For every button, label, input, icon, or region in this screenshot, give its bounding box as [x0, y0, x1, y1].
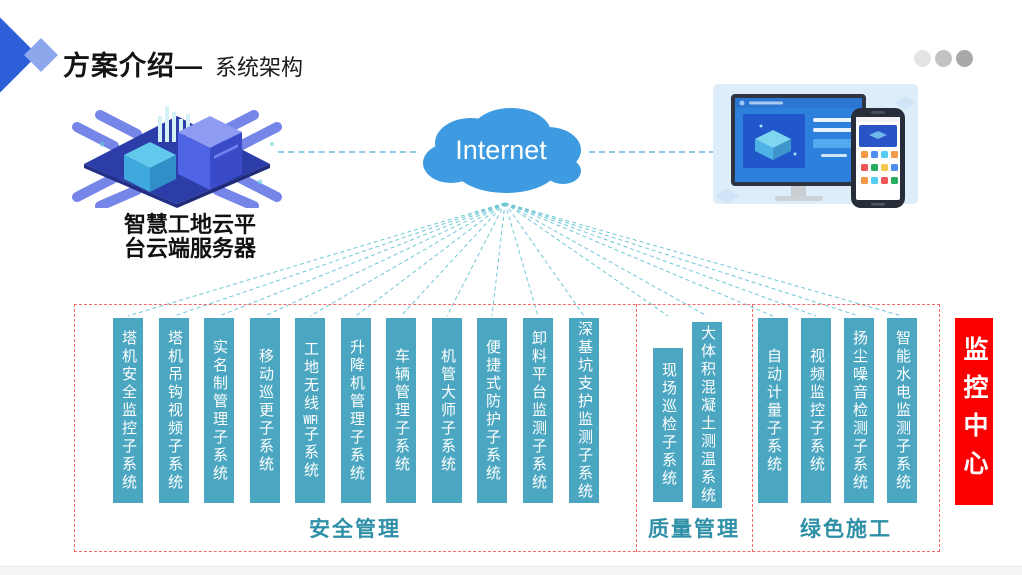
server-to-cloud-connector	[278, 151, 416, 153]
server-label: 智慧工地云平 台云端服务器	[95, 213, 285, 261]
fanout-line	[504, 202, 860, 317]
monitoring-center-label: 监控中心	[960, 335, 988, 488]
system-bar-label: 车辆管理子系统	[393, 347, 410, 474]
system-bar: 大体积混凝土测温系统	[692, 322, 722, 508]
system-bar: 扬尘噪音检测子系统	[844, 318, 874, 503]
header-accent-diamond-small	[24, 38, 58, 72]
fanout-line	[264, 202, 506, 317]
fanout-line	[400, 202, 506, 317]
fanout-line	[491, 202, 506, 317]
fanout-line	[504, 202, 817, 317]
system-bar: 塔机安全监控子系统	[113, 318, 143, 503]
system-bar-label: 自动计量子系统	[765, 347, 782, 474]
system-bar-label: 现场巡检子系统	[660, 362, 677, 488]
internet-label: Internet	[455, 135, 547, 165]
system-bar: 塔机吊钩视频子系统	[159, 318, 189, 503]
title-main: 方案介绍—	[63, 51, 203, 81]
slide-dot-icon	[935, 50, 952, 67]
phone-app-grid	[861, 151, 898, 184]
group-label-safety: 安全管理	[309, 518, 401, 541]
system-bar: 自动计量子系统	[758, 318, 788, 503]
server-label-line2: 台云端服务器	[123, 236, 256, 261]
system-bar: 卸料平台监测子系统	[523, 318, 553, 503]
system-bar: 视频监控子系统	[801, 318, 831, 503]
group-label-quality: 质量管理	[648, 518, 740, 541]
slide-bottom-edge	[0, 566, 1022, 575]
group-label-green: 绿色施工	[800, 518, 892, 541]
system-bar: 现场巡检子系统	[653, 348, 683, 502]
system-bar-label: 便捷式防护子系统	[484, 338, 501, 483]
system-bar-label: 大体积混凝土测温系统	[699, 325, 716, 505]
system-bar: 深基坑支护监测子系统	[569, 318, 599, 503]
fanout-line	[504, 202, 903, 317]
page-title: 方案介绍— 系统架构	[63, 44, 303, 83]
system-bar-label: 扬尘噪音检测子系统	[851, 329, 868, 492]
title-subtitle: 系统架构	[215, 55, 304, 80]
system-bar: 工地无线WIFI子系统	[295, 318, 325, 503]
system-bar-label: 移动巡更子系统	[257, 347, 274, 474]
server-label-line1: 智慧工地云平	[123, 212, 256, 237]
zone-divider	[752, 304, 753, 552]
system-bar-label: 机管大师子系统	[439, 347, 456, 474]
fanout-line	[504, 202, 585, 317]
system-bar: 移动巡更子系统	[250, 318, 280, 503]
fanout-line	[504, 202, 774, 317]
system-bar-label: 深基坑支护监测子系统	[576, 320, 593, 501]
system-bar-label: 视频监控子系统	[808, 347, 825, 474]
slide-dot-icon	[956, 50, 973, 67]
slide-dot-icon	[914, 50, 931, 67]
system-bar-label: 塔机吊钩视频子系统	[166, 329, 183, 492]
cloud-server-illustration	[72, 106, 282, 208]
system-bar-label: 卸料平台监测子系统	[530, 329, 547, 492]
system-bar-label: 升降机管理子系统	[348, 338, 365, 483]
system-bar-label: 塔机安全监控子系统	[120, 329, 137, 492]
fanout-line	[504, 202, 669, 317]
monitoring-center-box: 监控中心	[955, 318, 993, 505]
system-bar: 车辆管理子系统	[386, 318, 416, 503]
system-bar: 升降机管理子系统	[341, 318, 371, 503]
system-bar-label: 工地无线WIFI子系统	[302, 341, 319, 480]
terminal-illustration	[713, 84, 918, 208]
cloud-to-terminal-connector	[589, 151, 715, 153]
system-bar: 便捷式防护子系统	[477, 318, 507, 503]
fanout-line	[504, 202, 539, 317]
zone-divider	[636, 304, 637, 552]
system-bar: 智能水电监测子系统	[887, 318, 917, 503]
fanout-line	[504, 202, 708, 317]
system-bar-label: 智能水电监测子系统	[894, 329, 911, 492]
fanout-line	[446, 202, 506, 317]
system-bar: 实名制管理子系统	[204, 318, 234, 503]
system-bar-label: 实名制管理子系统	[211, 338, 228, 483]
internet-cloud: Internet	[423, 108, 581, 193]
fanout-line	[309, 202, 506, 317]
system-bar: 机管大师子系统	[432, 318, 462, 503]
management-zones-box	[74, 304, 940, 552]
fanout-line	[355, 202, 506, 317]
